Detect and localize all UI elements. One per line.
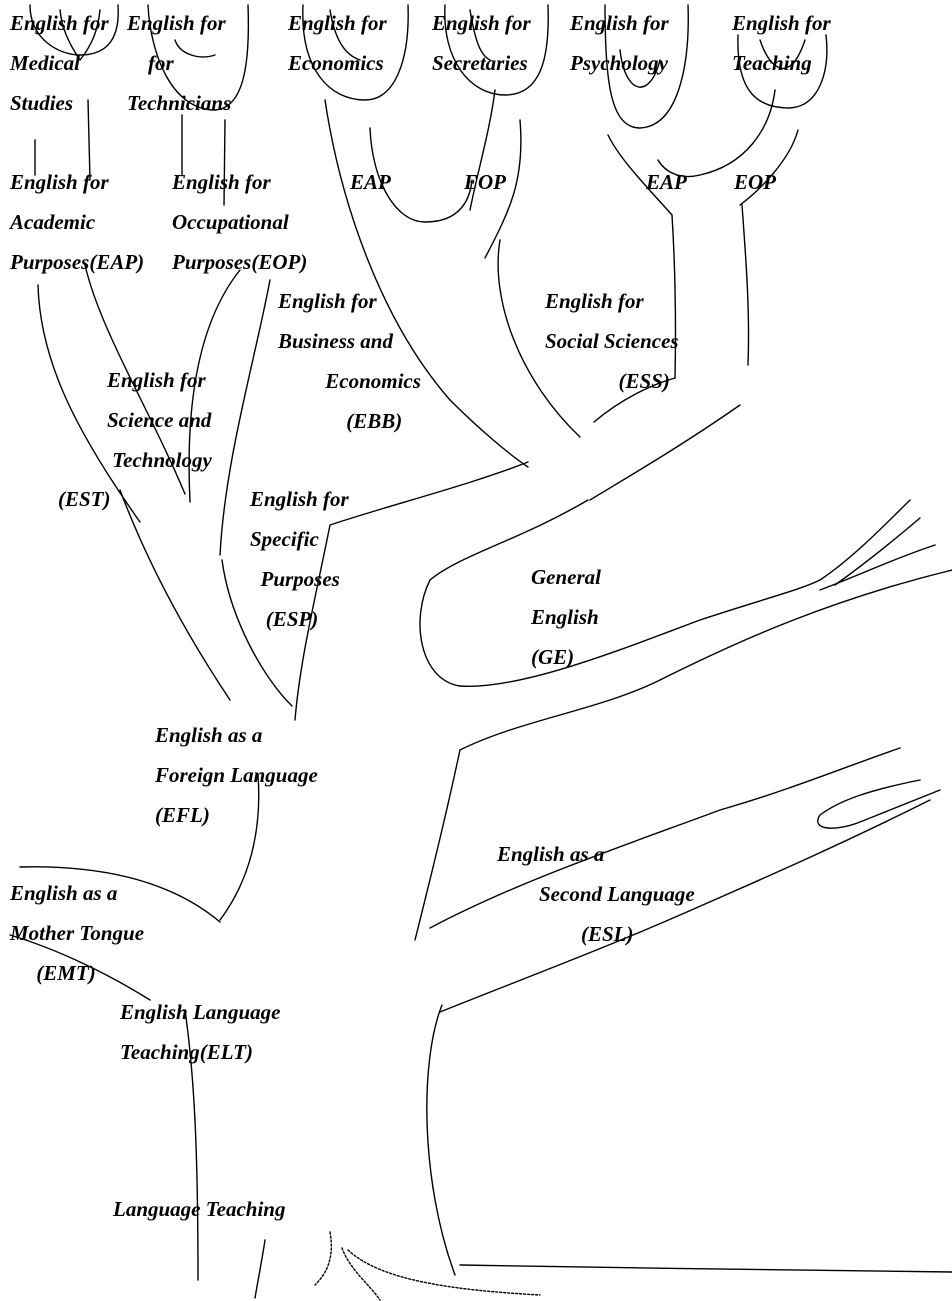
trunk-est-down (120, 490, 230, 700)
trunk-right-main (427, 1005, 455, 1275)
label-english-for-technicians: English for for Technicians (127, 3, 231, 123)
label-language-teaching: Language Teaching (113, 1189, 286, 1229)
label-english-for-teaching: English for Teaching (732, 3, 831, 83)
branch-esl-top (415, 750, 460, 940)
label-english-as-a-second-language: English as a Second Language (ESL) (497, 834, 695, 954)
label-english-for-occupational-purposes: English for Occupational Purposes(EOP) (172, 162, 307, 282)
root-1 (255, 1240, 265, 1298)
label-english-for-specific-purposes: English for Specific Purposes (ESP) (250, 479, 349, 639)
label-english-language-teaching: English Language Teaching(ELT) (120, 992, 280, 1072)
branch-eop-right-stem-2 (742, 205, 749, 365)
label-english-for-academic-purposes: English for Academic Purposes(EAP) (10, 162, 144, 282)
root-4 (348, 1250, 540, 1295)
label-english-as-a-foreign-language: English as a Foreign Language (EFL) (155, 715, 318, 835)
label-english-for-business-and-economics: English for Business and Economics (EBB) (278, 281, 421, 441)
trunk-social-right (590, 405, 740, 500)
label-english-for-secretaries: English for Secretaries (432, 3, 531, 83)
label-english-for-medical-studies: English for Medical Studies (10, 3, 109, 123)
root-3 (342, 1248, 380, 1300)
label-eop-right: EOP (734, 162, 776, 202)
label-est-abbreviation: (EST) (58, 479, 111, 519)
branch-ge-fingers-2 (835, 518, 920, 585)
ground-line (460, 1265, 952, 1272)
label-english-for-social-sciences: English for Social Sciences (ESS) (545, 281, 679, 401)
label-english-for-economics: English for Economics (288, 3, 387, 83)
branch-ge-top (420, 500, 910, 686)
label-english-for-science-and-technology: English for Science and Technology (107, 360, 212, 480)
label-general-english: General English (GE) (531, 557, 601, 677)
label-english-for-psychology: English for Psychology (570, 3, 669, 83)
label-eop-middle: EOP (464, 162, 506, 202)
label-eap-right: EAP (646, 162, 687, 202)
label-english-as-a-mother-tongue: English as a Mother Tongue (EMT) (10, 873, 144, 993)
root-2 (315, 1232, 331, 1285)
label-eap-middle: EAP (350, 162, 391, 202)
